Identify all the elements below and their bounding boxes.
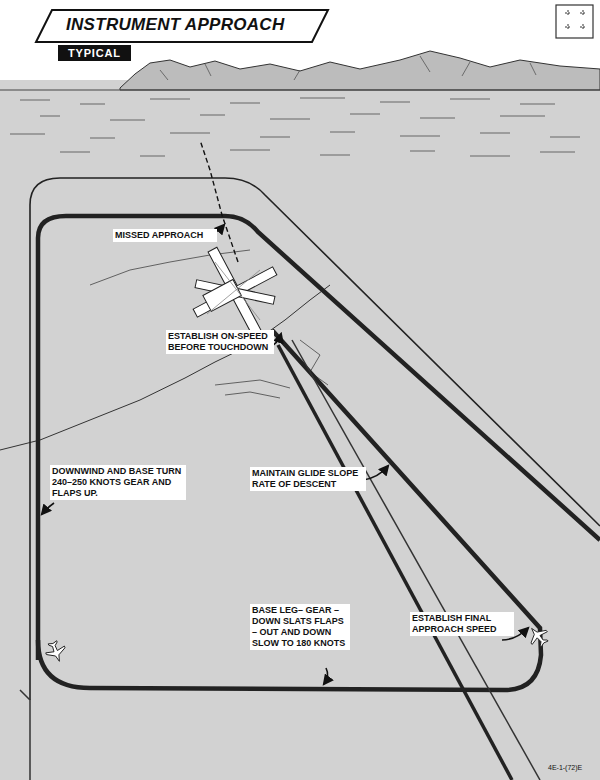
callout-note: ESTABLISH ON-SPEED BEFORE TOUCHDOWN xyxy=(166,330,274,354)
callout-note: MAINTAIN GLIDE SLOPE RATE OF DESCENT xyxy=(250,467,366,491)
tag-box: TYPICAL xyxy=(58,45,131,61)
shoreline-detail xyxy=(90,250,328,398)
coastline xyxy=(0,285,330,450)
mountain-shading xyxy=(160,56,536,80)
water-strokes xyxy=(10,98,580,156)
downwind-track xyxy=(38,216,600,660)
outer-track xyxy=(30,178,600,700)
airplane xyxy=(43,639,69,665)
ground-track xyxy=(278,345,512,780)
grid-icon xyxy=(556,5,593,38)
diagram-title: INSTRUMENT APPROACH xyxy=(66,15,285,35)
mountains xyxy=(120,51,600,90)
entry-track xyxy=(20,690,30,780)
missed-approach-track xyxy=(200,140,238,262)
tag-text: TYPICAL xyxy=(68,47,121,59)
callout-arrows xyxy=(42,225,528,684)
callout-note: ESTABLISH FINAL APPROACH SPEED xyxy=(410,612,514,636)
callout-note: DOWNWIND AND BASE TURN 240–250 KNOTS GEA… xyxy=(50,465,186,500)
horizon xyxy=(0,90,600,91)
figure-number: 4E-1-(72)E xyxy=(546,762,596,773)
base-and-final-track xyxy=(38,330,541,690)
callout-note: BASE LEG– GEAR – DOWN SLATS FLAPS – OUT … xyxy=(250,604,350,650)
ground xyxy=(0,80,600,780)
airplane xyxy=(524,622,552,650)
title-frame xyxy=(36,10,328,42)
ground-track-thin xyxy=(292,340,540,780)
callout-note: MISSED APPROACH xyxy=(113,229,217,242)
airfield xyxy=(193,247,277,336)
